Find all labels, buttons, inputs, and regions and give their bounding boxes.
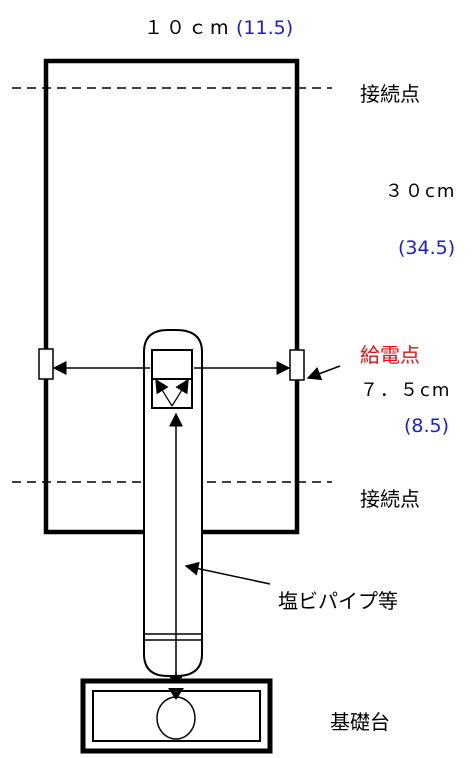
top-width-alt-label: (11.5) — [236, 17, 293, 39]
connection-point-upper-label: 接続点 — [360, 82, 420, 106]
pvc-pipe — [143, 329, 203, 677]
feed-box-upper — [151, 349, 193, 380]
top-width-label: １０ｃm — [144, 17, 232, 39]
feed-gap-label: ７．５cm — [360, 380, 451, 401]
base-label: 基礎台 — [330, 710, 390, 734]
feed-point-label: 給電点 — [360, 343, 420, 367]
feed-inner-arrow-right — [171, 378, 189, 407]
feed-point-pointer-arrow — [306, 365, 341, 381]
feed-inner-arrow-left — [155, 378, 173, 407]
feed-gap-alt-label: (8.5) — [404, 415, 449, 437]
height-alt-label: (34.5) — [398, 237, 455, 259]
base-arrow-head — [168, 688, 184, 700]
base-mount-hole — [156, 696, 196, 740]
right-terminal — [289, 349, 305, 381]
height-label: ３０cm — [385, 181, 456, 202]
pipe-pointer-arrow — [184, 561, 271, 585]
pipe-label: 塩ビパイプ等 — [278, 589, 398, 613]
connection-point-lower-label: 接続点 — [360, 487, 420, 511]
left-terminal — [38, 348, 54, 380]
